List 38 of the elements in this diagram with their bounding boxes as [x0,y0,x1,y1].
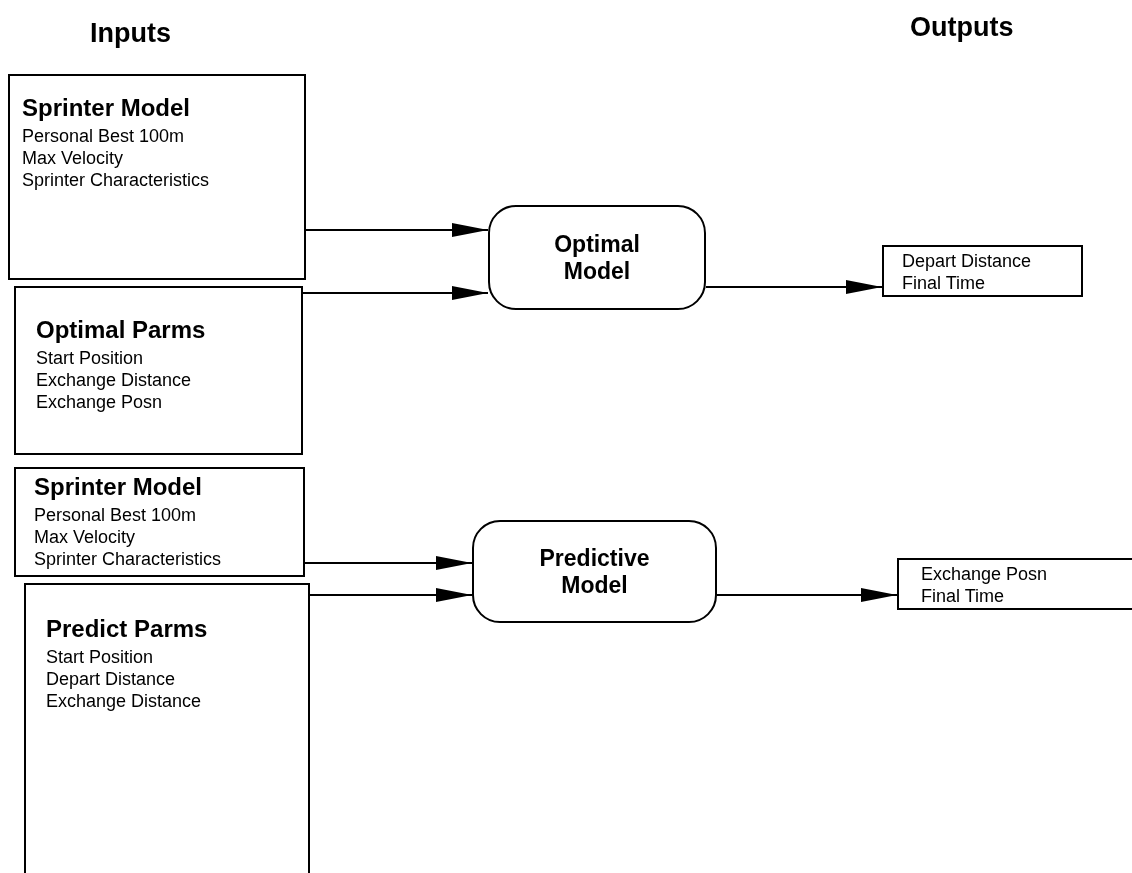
parameter-text: Start Position [36,347,145,369]
parameter-text: Sprinter Characteristics [34,548,223,570]
box-heading: Sprinter Model [22,94,191,122]
parameter-text: Max Velocity [34,526,137,548]
process-box [488,205,706,310]
output-box [897,558,1132,610]
parameter-text: Personal Best 100m [22,125,186,147]
parameter-text: Sprinter Characteristics [22,169,211,191]
input-box [14,286,303,455]
arrow [304,556,473,570]
parameter-text: Exchange Distance [36,369,193,391]
arrow [309,588,473,602]
parameter-text: Depart Distance [46,668,177,690]
box-heading: Sprinter Model [34,473,203,501]
input-box [8,74,306,280]
output-text: Final Time [902,272,987,294]
parameter-text: Max Velocity [22,147,125,169]
input-box [24,583,310,873]
parameter-text: Exchange Posn [36,391,164,413]
box-title: Predictive Model [538,544,651,599]
column-heading: Outputs [910,12,1014,43]
output-text: Depart Distance [902,250,1033,272]
output-box [882,245,1083,297]
arrow [705,280,883,294]
input-box [14,467,305,577]
column-heading: Inputs [90,18,171,49]
arrow [305,223,489,237]
parameter-text: Start Position [46,646,155,668]
box-heading: Predict Parms [46,615,209,643]
output-text: Exchange Posn [921,563,1049,585]
process-box [472,520,717,623]
arrow [302,286,489,300]
box-heading: Optimal Parms [36,316,207,344]
parameter-text: Personal Best 100m [34,504,198,526]
box-title: Optimal Model [553,230,641,285]
output-text: Final Time [921,585,1006,607]
arrow [716,588,898,602]
parameter-text: Exchange Distance [46,690,203,712]
